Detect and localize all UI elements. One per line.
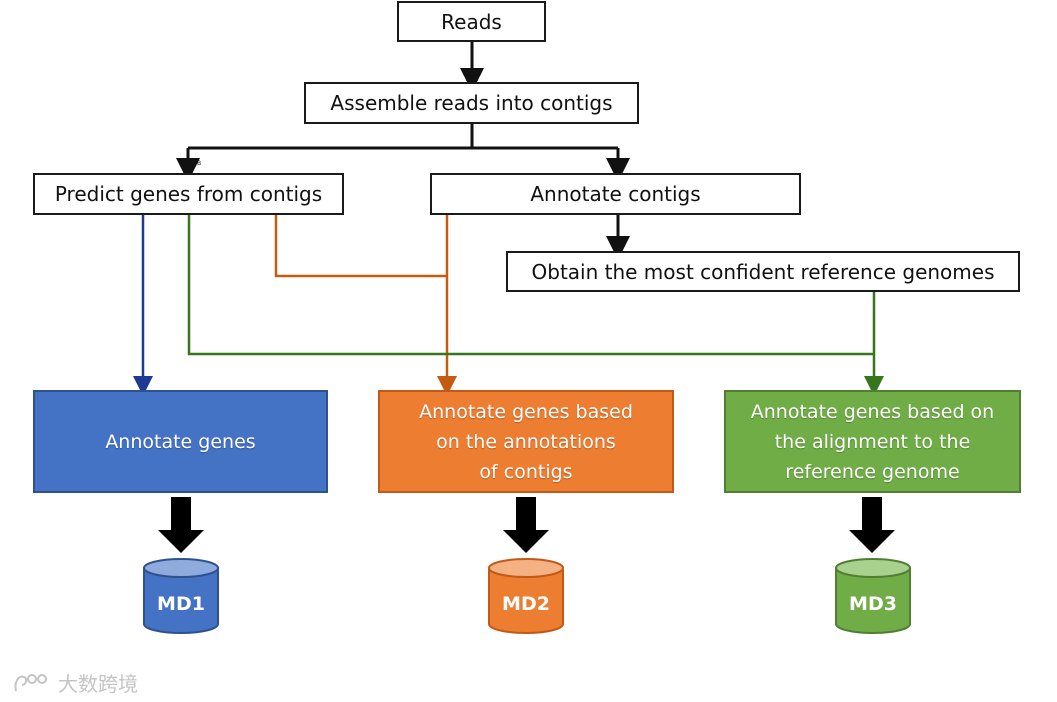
annotate-contigs-label: Annotate contigs bbox=[530, 182, 701, 206]
watermark: 大数跨境 bbox=[12, 668, 138, 697]
predict-label: Predict genes from contigs bbox=[54, 182, 323, 206]
watermark-text: 大数跨境 bbox=[58, 672, 138, 696]
brand-logo-icon bbox=[14, 673, 47, 691]
md3-label: MD3 bbox=[849, 593, 897, 615]
annotate-based-alignment-box: Annotate genes based on the alignment to… bbox=[724, 390, 1021, 493]
connector-green-from-predict bbox=[187, 215, 874, 356]
block-arrow-md2 bbox=[503, 497, 549, 553]
block-arrow-md3 bbox=[849, 497, 895, 553]
block-arrow-md1 bbox=[158, 497, 204, 553]
database-md1: MD1 bbox=[143, 558, 219, 634]
annotate-based-alignment-label: Annotate genes based on the alignment to… bbox=[750, 400, 995, 483]
assemble-box: Assemble reads into contigs bbox=[304, 82, 639, 124]
annotate-based-contigs-box: Annotate genes based on the annotations … bbox=[378, 390, 674, 493]
annotate-genes-box: Annotate genes bbox=[33, 390, 328, 493]
md1-label: MD1 bbox=[157, 593, 205, 615]
small-mark: B bbox=[197, 160, 201, 167]
database-md3: MD3 bbox=[835, 558, 911, 634]
annotate-genes-label: Annotate genes bbox=[105, 430, 256, 453]
obtain-ref-label: Obtain the most confident reference geno… bbox=[531, 259, 995, 284]
connector-assemble-split bbox=[188, 124, 618, 150]
database-md2: MD2 bbox=[488, 558, 564, 634]
annotate-contigs-box: Annotate contigs bbox=[430, 173, 801, 215]
reads-label: Reads bbox=[441, 9, 502, 34]
reads-box: Reads bbox=[397, 1, 546, 42]
annotate-based-contigs-label: Annotate genes based on the annotations … bbox=[419, 400, 633, 483]
assemble-label: Assemble reads into contigs bbox=[330, 91, 613, 115]
connector-orange-from-predict bbox=[274, 215, 447, 278]
md2-label: MD2 bbox=[502, 593, 550, 615]
predict-box: Predict genes from contigs bbox=[33, 173, 344, 215]
obtain-ref-box: Obtain the most confident reference geno… bbox=[506, 251, 1020, 292]
